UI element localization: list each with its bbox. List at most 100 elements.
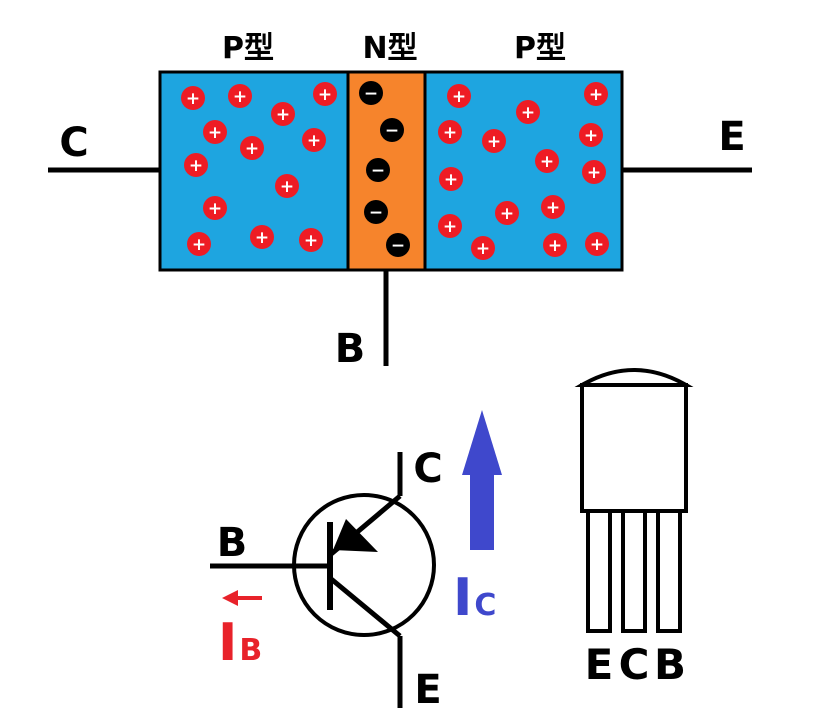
- hole-right-sign: +: [500, 204, 514, 224]
- electrons: −−−−−: [359, 81, 410, 257]
- hole-left-sign: +: [245, 139, 259, 159]
- package-pin-label-left: E: [585, 640, 614, 689]
- region-label-n: N型: [362, 31, 417, 66]
- hole-left: +: [181, 86, 205, 110]
- hole-left-sign: +: [255, 228, 269, 248]
- electron: −: [386, 233, 410, 257]
- hole-left-dot: [240, 136, 264, 160]
- hole-right-sign: +: [452, 87, 466, 107]
- hole-right-sign: +: [546, 198, 560, 218]
- hole-right: +: [535, 149, 559, 173]
- pnp-symbol: B C E IB IC: [210, 410, 502, 713]
- hole-right-dot: [582, 160, 606, 184]
- hole-right: +: [584, 82, 608, 106]
- electron-dot: [359, 81, 383, 105]
- region-label-p-right: P型: [514, 31, 566, 66]
- hole-left-dot: [271, 102, 295, 126]
- hole-left: +: [302, 128, 326, 152]
- hole-right-sign: +: [590, 235, 604, 255]
- hole-right-sign: +: [548, 236, 562, 256]
- hole-right: +: [543, 233, 567, 257]
- hole-left-sign: +: [208, 123, 222, 143]
- hole-left-sign: +: [304, 231, 318, 251]
- hole-right-dot: [516, 100, 540, 124]
- hole-left-dot: [302, 128, 326, 152]
- hole-right-dot: [584, 82, 608, 106]
- hole-left: +: [203, 120, 227, 144]
- hole-left-sign: +: [307, 131, 321, 151]
- holes-left: +++++++++++++: [181, 82, 337, 256]
- electron: −: [366, 158, 390, 182]
- hole-right-sign: +: [443, 123, 457, 143]
- hole-left-dot: [203, 196, 227, 220]
- collector-current-arrow-shaft: [470, 470, 494, 550]
- hole-right-dot: [579, 123, 603, 147]
- hole-right: +: [439, 167, 463, 191]
- hole-left-sign: +: [233, 87, 247, 107]
- hole-right: +: [516, 100, 540, 124]
- terminal-label-emitter: E: [718, 114, 745, 160]
- hole-right-dot: [471, 236, 495, 260]
- hole-right: +: [482, 129, 506, 153]
- symbol-emitter-arrow: [333, 519, 378, 552]
- terminal-label-base: B: [335, 326, 366, 372]
- hole-left-dot: [313, 82, 337, 106]
- hole-right: +: [471, 236, 495, 260]
- hole-right-dot: [541, 195, 565, 219]
- hole-left: +: [240, 136, 264, 160]
- hole-left: +: [228, 84, 252, 108]
- region-label-p-left: P型: [222, 31, 274, 66]
- collector-current-subscript: C: [474, 588, 496, 623]
- hole-left: +: [271, 102, 295, 126]
- hole-right: +: [541, 195, 565, 219]
- holes-right: +++++++++++++++: [438, 82, 609, 260]
- symbol-label-emitter: E: [414, 667, 441, 713]
- hole-left-sign: +: [186, 89, 200, 109]
- transistor-package: E C B: [574, 368, 694, 689]
- terminal-label-collector: C: [59, 120, 88, 166]
- symbol-label-collector: C: [413, 446, 442, 492]
- base-current-arrow-head: [222, 590, 238, 606]
- hole-right: +: [585, 232, 609, 256]
- package-body: [580, 383, 688, 513]
- package-pin-middle: [621, 509, 647, 633]
- hole-left-sign: +: [318, 85, 332, 105]
- hole-left-dot: [250, 225, 274, 249]
- hole-left: +: [187, 232, 211, 256]
- collector-current-label: IC: [453, 568, 496, 628]
- electron-dot: [366, 158, 390, 182]
- package-pin-label-middle: C: [619, 640, 650, 689]
- hole-left-dot: [228, 84, 252, 108]
- hole-right: +: [579, 123, 603, 147]
- hole-right: +: [438, 214, 462, 238]
- hole-right-dot: [535, 149, 559, 173]
- hole-left: +: [184, 153, 208, 177]
- hole-left-dot: [181, 86, 205, 110]
- hole-left-sign: +: [276, 105, 290, 125]
- hole-left: +: [275, 174, 299, 198]
- base-current-subscript: B: [239, 633, 262, 668]
- electron-dot: [364, 200, 388, 224]
- hole-left-sign: +: [280, 177, 294, 197]
- electron-sign: −: [364, 84, 378, 104]
- hole-left-dot: [299, 228, 323, 252]
- hole-left-dot: [275, 174, 299, 198]
- package-pin-left: [586, 509, 612, 633]
- hole-right: +: [495, 201, 519, 225]
- collector-current-symbol: I: [453, 568, 472, 628]
- hole-right-dot: [585, 232, 609, 256]
- electron: −: [380, 118, 404, 142]
- electron-sign: −: [391, 236, 405, 256]
- hole-right-sign: +: [587, 163, 601, 183]
- hole-right-sign: +: [584, 126, 598, 146]
- hole-right-dot: [447, 84, 471, 108]
- hole-right-dot: [438, 120, 462, 144]
- hole-left-sign: +: [189, 156, 203, 176]
- symbol-lower-leg: [328, 576, 402, 638]
- hole-left-dot: [203, 120, 227, 144]
- package-top-cap: [574, 368, 694, 387]
- electron-sign: −: [385, 121, 399, 141]
- hole-right-sign: +: [589, 85, 603, 105]
- hole-right: +: [438, 120, 462, 144]
